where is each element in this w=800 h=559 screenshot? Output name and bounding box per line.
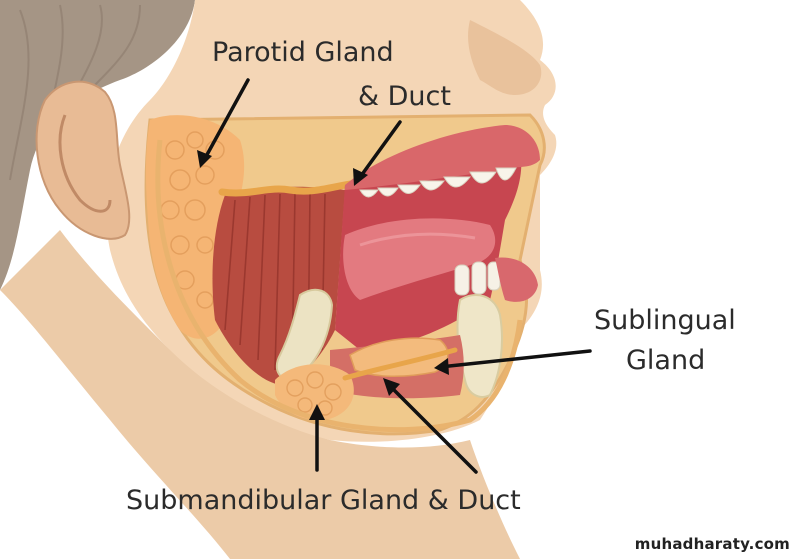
submandibular-lobules — [286, 371, 342, 416]
sublingual-label-line2: Gland — [626, 345, 706, 376]
tongue-highlight — [359, 232, 476, 247]
ear-inner — [58, 114, 112, 213]
hair — [0, 0, 195, 290]
submandibular-duct — [342, 347, 458, 381]
lower-teeth — [454, 261, 501, 296]
submandibular-gland — [275, 364, 354, 421]
submandibular-label: Submandibular Gland & Duct — [126, 485, 521, 516]
upper-lip — [345, 125, 540, 190]
hair-strands — [9, 4, 141, 181]
submandibular-duct-pointer — [386, 382, 478, 474]
neck-skin — [0, 230, 520, 559]
sublingual-label-line1: Sublingual — [594, 305, 736, 336]
pointer-lines — [201, 78, 592, 474]
parotid-duct — [218, 179, 362, 197]
parotid-gland-pointer — [201, 78, 250, 164]
watermark: muhadharaty.com — [634, 535, 790, 553]
ear — [35, 80, 131, 240]
parotid-gland — [145, 115, 245, 339]
parotid-duct-pointer — [356, 120, 402, 182]
nose — [468, 20, 542, 95]
upper-teeth — [359, 167, 517, 198]
parotid-gland-label: Parotid Gland — [212, 37, 394, 68]
lower-lip — [495, 257, 538, 302]
parotid-duct-label: & Duct — [358, 81, 451, 112]
sublingual-gland-pointer — [438, 349, 592, 369]
pointer-arrowheads — [197, 150, 449, 420]
jaw-cut-edge — [155, 139, 523, 433]
